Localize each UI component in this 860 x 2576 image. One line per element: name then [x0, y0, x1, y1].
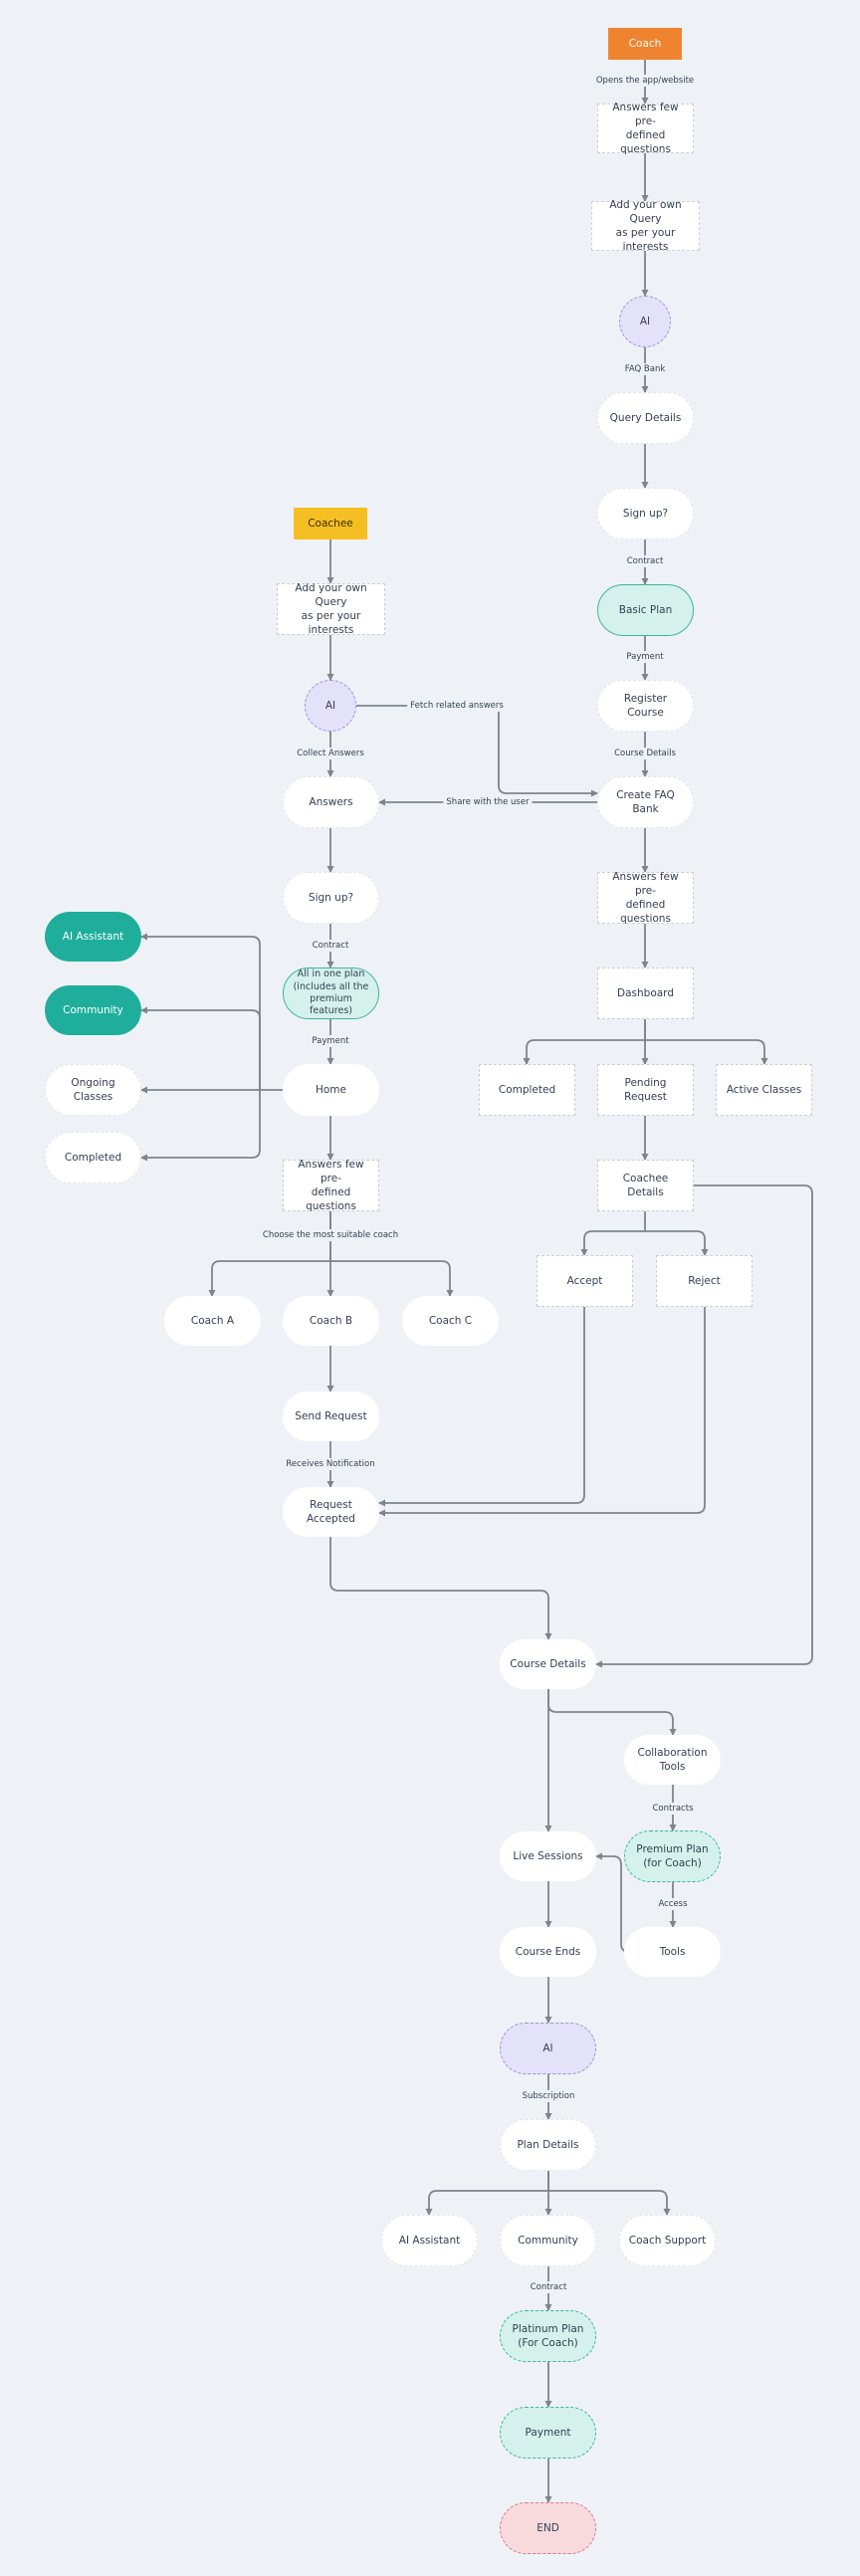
final-community-node[interactable]: Community — [500, 2215, 596, 2266]
coach-c-node[interactable]: Coach C — [402, 1296, 499, 1346]
edge-predef-to-coachc — [330, 1260, 454, 1297]
edge-label-access: Access — [655, 1898, 691, 1910]
coachee-start-node[interactable]: Coachee — [294, 508, 367, 539]
edge-plandetails-to-coachsupport — [548, 2190, 671, 2216]
edge-label-contracts: Contracts — [649, 1803, 697, 1815]
coach-predefined-questions-2-node[interactable]: Answers few pre- defined questions — [597, 871, 694, 925]
coach-support-node[interactable]: Coach Support — [619, 2215, 716, 2266]
edge-accept-to-requestaccepted — [378, 1307, 585, 1507]
all-in-one-plan-node[interactable]: All in one plan (includes all the premiu… — [283, 967, 379, 1019]
coach-add-query-node[interactable]: Add your own Query as per your interests — [591, 199, 700, 253]
edge-home-to-community — [140, 1006, 261, 1090]
edge-ai-to-faq — [356, 705, 598, 797]
final-ai-node[interactable]: AI — [500, 2023, 596, 2074]
create-faq-bank-node[interactable]: Create FAQ Bank — [597, 776, 694, 828]
coachee-ai-node[interactable]: AI — [305, 680, 356, 732]
final-ai-assistant-node[interactable]: AI Assistant — [381, 2215, 478, 2266]
coach-predefined-questions-node[interactable]: Answers few pre- defined questions — [597, 102, 694, 155]
edge-label-collect-answers: Collect Answers — [294, 748, 367, 759]
coachee-answers-node[interactable]: Answers — [283, 776, 379, 828]
dashboard-node[interactable]: Dashboard — [597, 967, 694, 1019]
edge-home-to-completed — [140, 1090, 261, 1162]
collaboration-tools-node[interactable]: Collaboration Tools — [624, 1735, 721, 1785]
edge-label-contract-platinum: Contract — [527, 2281, 570, 2293]
coach-start-node[interactable]: Coach — [608, 28, 682, 60]
coach-ai-node[interactable]: AI — [619, 296, 671, 347]
edge-label-subscription: Subscription — [519, 2090, 578, 2102]
coachee-add-query-node[interactable]: Add your own Query as per your interests — [277, 582, 385, 636]
home-node[interactable]: Home — [283, 1064, 379, 1116]
course-details-node[interactable]: Course Details — [500, 1639, 596, 1689]
live-sessions-node[interactable]: Live Sessions — [500, 1831, 596, 1881]
edge-dashboard-to-completed — [523, 1019, 646, 1065]
plan-details-node[interactable]: Plan Details — [500, 2119, 596, 2171]
tools-node[interactable]: Tools — [624, 1927, 721, 1977]
ai-assistant-node[interactable]: AI Assistant — [45, 912, 141, 962]
edge-plandetails-to-aiassistant — [425, 2171, 549, 2216]
coachee-predefined-questions-node[interactable]: Answers few pre- defined questions — [283, 1159, 379, 1212]
edge-reject-to-requestaccepted — [378, 1307, 706, 1517]
course-ends-node[interactable]: Course Ends — [500, 1927, 596, 1977]
coach-a-node[interactable]: Coach A — [164, 1296, 261, 1346]
pending-request-node[interactable]: Pending Request — [597, 1064, 694, 1116]
edge-home-to-aiassistant — [140, 933, 261, 1090]
edge-label-course-details: Course Details — [611, 748, 679, 759]
edge-coacheedetails-to-accept — [580, 1211, 646, 1256]
active-classes-node[interactable]: Active Classes — [716, 1064, 812, 1116]
edge-label-payment: Payment — [623, 651, 667, 663]
basic-plan-node[interactable]: Basic Plan — [597, 584, 694, 636]
edge-dashboard-to-active — [645, 1039, 768, 1065]
edge-label-payment-coachee: Payment — [309, 1035, 352, 1047]
edge-label-share-with-user: Share with the user — [443, 796, 533, 808]
community-node[interactable]: Community — [45, 985, 141, 1035]
edge-requestaccepted-to-coursedetails — [329, 1537, 552, 1640]
accept-node[interactable]: Accept — [537, 1255, 633, 1307]
send-request-node[interactable]: Send Request — [283, 1392, 379, 1441]
platinum-plan-node[interactable]: Platinum Plan (For Coach) — [500, 2310, 596, 2362]
edge-label-opens-app: Opens the app/website — [592, 75, 698, 87]
edge-label-contract: Contract — [623, 555, 667, 567]
coach-sign-up-node[interactable]: Sign up? — [597, 488, 694, 539]
coach-b-node[interactable]: Coach B — [283, 1296, 379, 1346]
edge-label-choose-coach: Choose the most suitable coach — [259, 1229, 402, 1241]
ongoing-classes-node[interactable]: Ongoing Classes — [45, 1064, 141, 1116]
edge-predef-to-coacha — [208, 1211, 331, 1297]
final-payment-node[interactable]: Payment — [500, 2407, 596, 2459]
edge-tools-to-livesessions — [595, 1852, 630, 1953]
edge-label-receives-notification: Receives Notification — [283, 1458, 378, 1470]
reject-node[interactable]: Reject — [656, 1255, 752, 1307]
end-node[interactable]: END — [500, 2502, 596, 2554]
premium-plan-node[interactable]: Premium Plan (for Coach) — [624, 1830, 721, 1882]
edge-label-contract-coachee: Contract — [309, 940, 352, 952]
coach-query-details-node[interactable]: Query Details — [597, 392, 694, 444]
coachee-completed-node[interactable]: Completed — [45, 1132, 141, 1183]
edge-coacheedetails-to-reject — [645, 1230, 709, 1256]
coach-completed-node[interactable]: Completed — [479, 1064, 575, 1116]
register-course-node[interactable]: Register Course — [597, 680, 694, 732]
edge-coacheedetails-to-coursedetails — [595, 1184, 813, 1668]
coachee-details-node[interactable]: Coachee Details — [597, 1160, 694, 1211]
coachee-sign-up-node[interactable]: Sign up? — [283, 872, 379, 924]
edge-coursedetails-to-collab — [547, 1689, 677, 1736]
edge-label-faq-bank: FAQ Bank — [621, 363, 669, 375]
request-accepted-node[interactable]: Request Accepted — [283, 1487, 379, 1537]
edge-label-fetch-related: Fetch related answers — [407, 700, 507, 712]
